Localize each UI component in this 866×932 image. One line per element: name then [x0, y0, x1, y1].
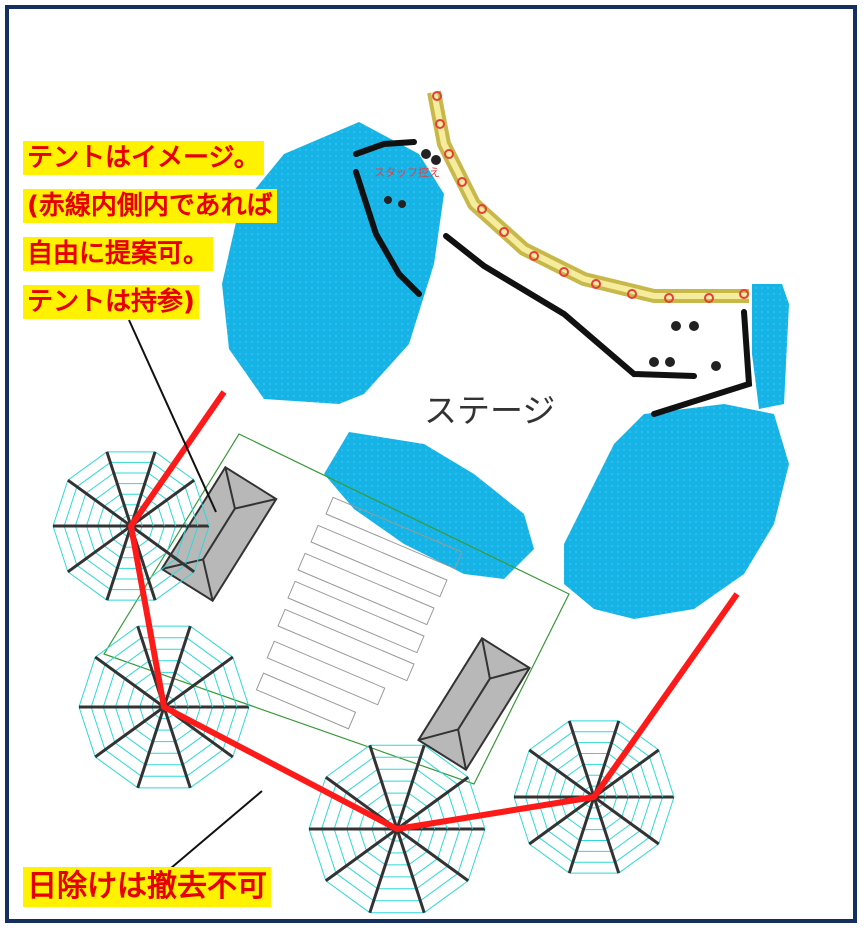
stage-equipment — [384, 149, 721, 371]
stage-walls — [353, 139, 753, 417]
seating-area-left — [222, 122, 444, 404]
diagram-frame: スタッフ控え ステージ テントはイメージ。 (赤線内側内であれば 自由に提案可。… — [5, 5, 857, 923]
shade-umbrella — [308, 744, 486, 914]
seating-area-bottom-center — [324, 432, 534, 579]
tent-note-line-3: 自由に提案可。 — [23, 237, 214, 271]
venue-plan: スタッフ控え ステージ — [52, 90, 789, 914]
seating-area-top-right — [752, 284, 789, 409]
shade-umbrella — [513, 720, 675, 874]
staff-label: スタッフ控え — [374, 165, 440, 179]
shade-umbrella — [52, 451, 210, 601]
tent-right — [417, 636, 531, 772]
railing-markers — [432, 91, 749, 303]
tent-note-line-1: テントはイメージ。 — [23, 141, 264, 175]
seating-area-right — [564, 404, 789, 619]
shade-umbrellas — [52, 451, 675, 914]
shade-note: 日除けは撤去不可 — [23, 867, 271, 907]
seat-rows — [255, 496, 463, 730]
boundary-line — [128, 390, 740, 832]
shade-leader-line — [163, 790, 263, 875]
seating-areas — [222, 122, 789, 619]
tent-note-line-2: (赤線内側内であれば — [23, 189, 277, 223]
tent-note-line-4: テントは持参) — [23, 285, 199, 319]
tent-left — [160, 465, 278, 603]
stage-label: ステージ — [424, 391, 555, 430]
tent-leader-line — [128, 319, 217, 513]
